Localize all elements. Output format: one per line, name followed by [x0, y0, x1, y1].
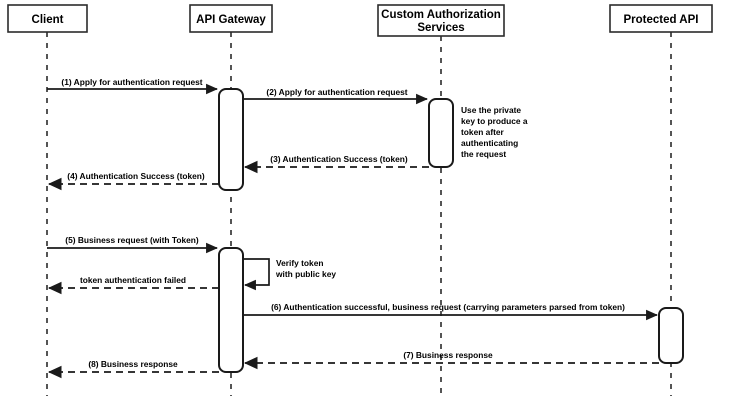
note-private-key-line-4: authenticating [461, 138, 518, 148]
message-8[interactable]: (8) Business response [47, 359, 219, 379]
note-private-key-line-1: Use the private [461, 105, 521, 115]
note-private-key: Use the private key to produce a token a… [461, 105, 528, 159]
message-8-label: (8) Business response [88, 359, 178, 369]
message-6-label: (6) Authentication successful, business … [271, 302, 625, 312]
participant-label-custom-auth-line2: Services [417, 22, 464, 34]
message-token-authentication-failed-label: token authentication failed [80, 275, 186, 285]
note-private-key-line-3: token after [461, 127, 505, 137]
participant-box-protected-api [609, 4, 713, 33]
participant-label-api-gateway: API Gateway [196, 14, 266, 26]
participant-header-custom-auth[interactable]: Custom Authorization Services [377, 4, 505, 37]
message-self-verify-token-arrow [243, 258, 270, 291]
lifelines [46, 32, 672, 396]
message-2-label: (2) Apply for authentication request [266, 87, 407, 97]
message-1-label: (1) Apply for authentication request [61, 77, 202, 87]
participant-box-api-gateway [189, 4, 273, 33]
message-5[interactable]: (5) Business request (with Token) [47, 235, 218, 254]
participant-label-protected-api: Protected API [624, 14, 699, 26]
message-1[interactable]: (1) Apply for authentication request [47, 77, 218, 95]
message-self-verify-token[interactable]: Verify token with public key [243, 258, 336, 291]
activation-api-gateway-1 [218, 88, 244, 191]
message-token-authentication-failed[interactable]: token authentication failed [47, 275, 219, 295]
message-3[interactable]: (3) Authentication Success (token) [243, 154, 429, 174]
activation-protected-api [658, 307, 684, 364]
activation-custom-auth [428, 98, 454, 168]
message-4[interactable]: (4) Authentication Success (token) [47, 171, 219, 191]
message-2[interactable]: (2) Apply for authentication request [243, 87, 428, 105]
participant-box-client [7, 4, 88, 33]
message-6[interactable]: (6) Authentication successful, business … [243, 302, 658, 321]
participant-label-client: Client [32, 14, 64, 26]
note-private-key-line-2: key to produce a [461, 116, 528, 126]
participant-header-protected-api[interactable]: Protected API [609, 4, 713, 33]
message-7-label: (7) Business response [403, 350, 493, 360]
note-private-key-line-5: the request [461, 149, 506, 159]
message-7[interactable]: (7) Business response [243, 350, 659, 370]
message-3-label: (3) Authentication Success (token) [270, 154, 408, 164]
participant-header-client[interactable]: Client [7, 4, 88, 33]
activation-api-gateway-2 [218, 247, 244, 373]
message-5-label: (5) Business request (with Token) [65, 235, 199, 245]
message-4-label: (4) Authentication Success (token) [67, 171, 205, 181]
message-self-verify-token-label-line1: Verify token [276, 258, 323, 268]
participant-label-custom-auth-line1: Custom Authorization [381, 9, 501, 21]
message-self-verify-token-label-line2: with public key [275, 269, 336, 279]
participant-header-api-gateway[interactable]: API Gateway [189, 4, 273, 33]
participant-box-custom-auth [377, 4, 505, 37]
